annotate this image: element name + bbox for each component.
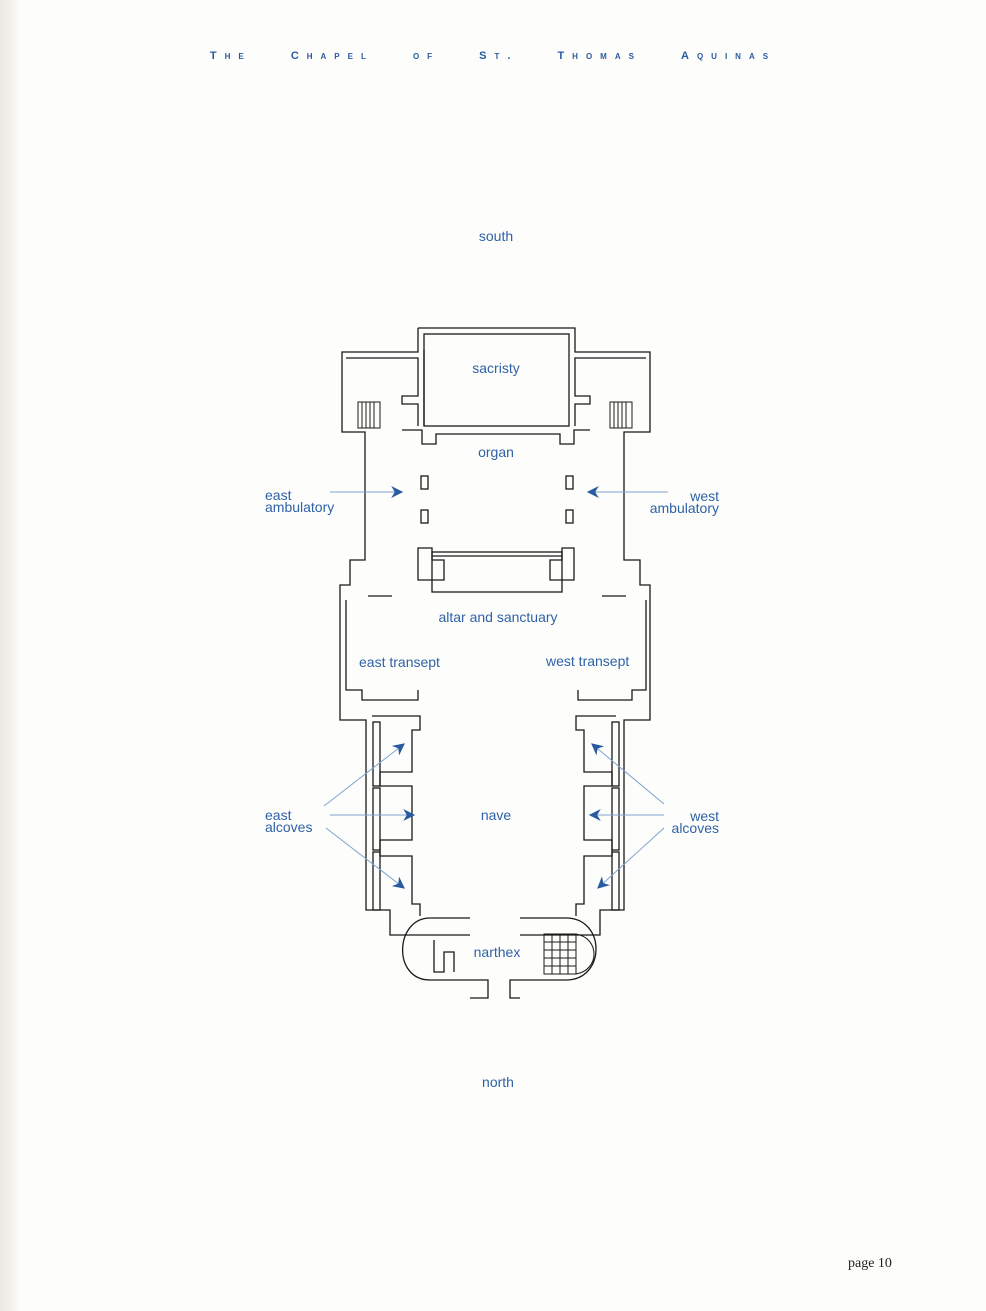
page-gutter <box>0 0 20 1311</box>
east-alcove-arrow <box>325 827 405 889</box>
ambulatory-piers <box>420 475 574 524</box>
altar-steps <box>368 547 626 597</box>
west-alcove-arrow <box>597 827 665 889</box>
callout-line: alcoves <box>671 820 719 836</box>
header-word: St. <box>479 50 519 62</box>
orientation-north-label: north <box>482 1074 514 1090</box>
room-label-sacristy: sacristy <box>472 360 520 376</box>
room-label-nave: nave <box>480 807 512 823</box>
sacristy-wall <box>339 328 470 936</box>
room-label-east-transept: east transept <box>359 654 440 670</box>
callout-west-alcoves: west alcoves <box>660 808 719 836</box>
room-label-altar: altar and sanctuary <box>438 609 558 625</box>
callout-east-alcoves: east alcoves <box>265 807 313 835</box>
nave-alcoves <box>372 715 620 916</box>
callout-line: ambulatory <box>649 500 719 516</box>
transept-wall <box>345 600 419 701</box>
east-alcove-arrow <box>323 743 405 807</box>
callout-line: west <box>690 488 719 504</box>
transept-wall <box>577 600 647 701</box>
room-label-narthex: narthex <box>473 944 521 960</box>
header-word: Thomas <box>557 50 642 62</box>
narthex-wall <box>509 917 597 999</box>
plan-walls <box>339 327 651 999</box>
narthex-wall <box>401 917 489 999</box>
organ-wall <box>402 429 590 445</box>
sacristy-room <box>423 333 570 427</box>
header-word: of <box>412 50 441 62</box>
orientation-south-label: south <box>478 228 514 244</box>
header-word: Chapel <box>290 50 374 62</box>
callout-west-ambulatory: west ambulatory <box>640 488 719 516</box>
callout-line: east <box>265 487 292 503</box>
header-word: Aquinas <box>681 50 777 62</box>
room-label-west-transept: west transept <box>546 653 630 669</box>
page-header: The Chapel of St. Thomas Aquinas <box>0 50 986 62</box>
west-alcove-arrow <box>591 743 665 805</box>
callout-line: alcoves <box>265 819 313 835</box>
narthex-stair <box>543 933 595 975</box>
callout-line: ambulatory <box>265 499 335 515</box>
room-label-organ: organ <box>478 444 514 460</box>
callout-east-ambulatory: east ambulatory <box>265 487 335 515</box>
callout-line: east <box>265 807 292 823</box>
stair <box>357 401 633 429</box>
callout-line: west <box>690 808 719 824</box>
page-number: page 10 <box>848 1256 892 1271</box>
sacristy-wall <box>418 327 651 936</box>
header-word: The <box>209 50 252 62</box>
callout-arrows <box>323 486 668 889</box>
